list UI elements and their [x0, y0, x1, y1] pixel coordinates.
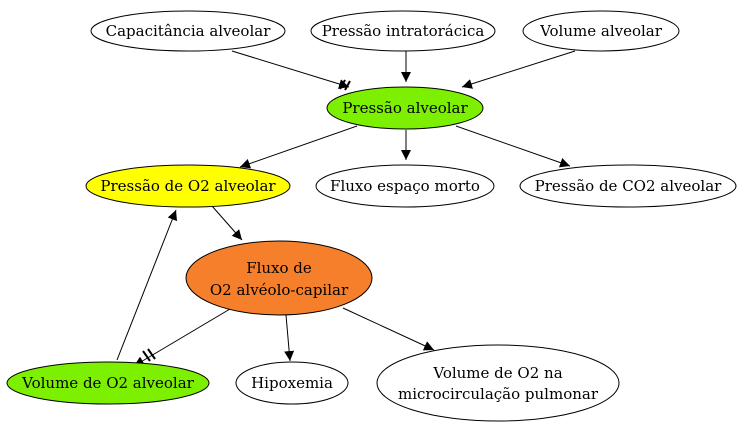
edge-volume-alveolar-to-pressao-alveolar	[461, 50, 576, 89]
edge-pressao-alveolar-to-pressao-o2	[239, 125, 358, 169]
double-slash-marker	[339, 79, 351, 91]
node-label: Hipoxemia	[251, 374, 333, 392]
edge-fluxo-to-volume-o2	[133, 308, 231, 367]
edge-capacitancia-to-pressao-alveolar	[231, 50, 350, 89]
node-label: Pressão de CO2 alveolar	[535, 177, 722, 195]
node-label: Pressão intratorácica	[322, 22, 485, 40]
node-capacitancia-alveolar[interactable]: Capacitância alveolar	[90, 10, 286, 52]
edge-fluxo-to-hipoxemia	[284, 314, 295, 362]
edge-pressao-alveolar-to-co2	[455, 125, 571, 168]
node-volume-o2-microcirculacao[interactable]: Volume de O2 na microcirculação pulmonar	[376, 344, 620, 422]
node-pressao-intratoracica[interactable]: Pressão intratorácica	[310, 10, 496, 52]
edge-fluxo-to-micro	[342, 307, 435, 351]
node-label: Volume de O2 alveolar	[21, 374, 195, 392]
double-slash-marker	[142, 348, 156, 362]
node-label: Fluxo espaço morto	[330, 177, 480, 195]
node-pressao-o2-alveolar[interactable]: Pressão de O2 alveolar	[85, 164, 291, 208]
edge-volume-o2-to-pressao-o2	[116, 209, 177, 361]
node-hipoxemia[interactable]: Hipoxemia	[235, 361, 349, 405]
node-label: Capacitância alveolar	[106, 22, 272, 40]
node-pressao-co2-alveolar[interactable]: Pressão de CO2 alveolar	[519, 164, 737, 208]
node-label-line2: O2 alvéolo-capilar	[210, 281, 349, 299]
node-volume-alveolar[interactable]: Volume alveolar	[522, 10, 680, 52]
node-label-line1: Fluxo de	[246, 259, 312, 277]
node-fluxo-o2-alveolo-capilar[interactable]: Fluxo de O2 alvéolo-capilar	[185, 240, 373, 316]
node-label-line2: microcirculação pulmonar	[398, 385, 599, 403]
node-fluxo-espaco-morto[interactable]: Fluxo espaço morto	[315, 164, 495, 208]
node-label: Pressão alveolar	[342, 99, 468, 117]
node-volume-o2-alveolar[interactable]: Volume de O2 alveolar	[6, 361, 210, 405]
edge-pressao-o2-to-fluxo	[211, 205, 243, 241]
edges	[116, 50, 576, 367]
node-label-line1: Volume de O2 na	[432, 364, 562, 382]
node-label: Volume alveolar	[539, 22, 663, 40]
node-label: Pressão de O2 alveolar	[100, 177, 276, 195]
node-pressao-alveolar[interactable]: Pressão alveolar	[326, 86, 484, 130]
